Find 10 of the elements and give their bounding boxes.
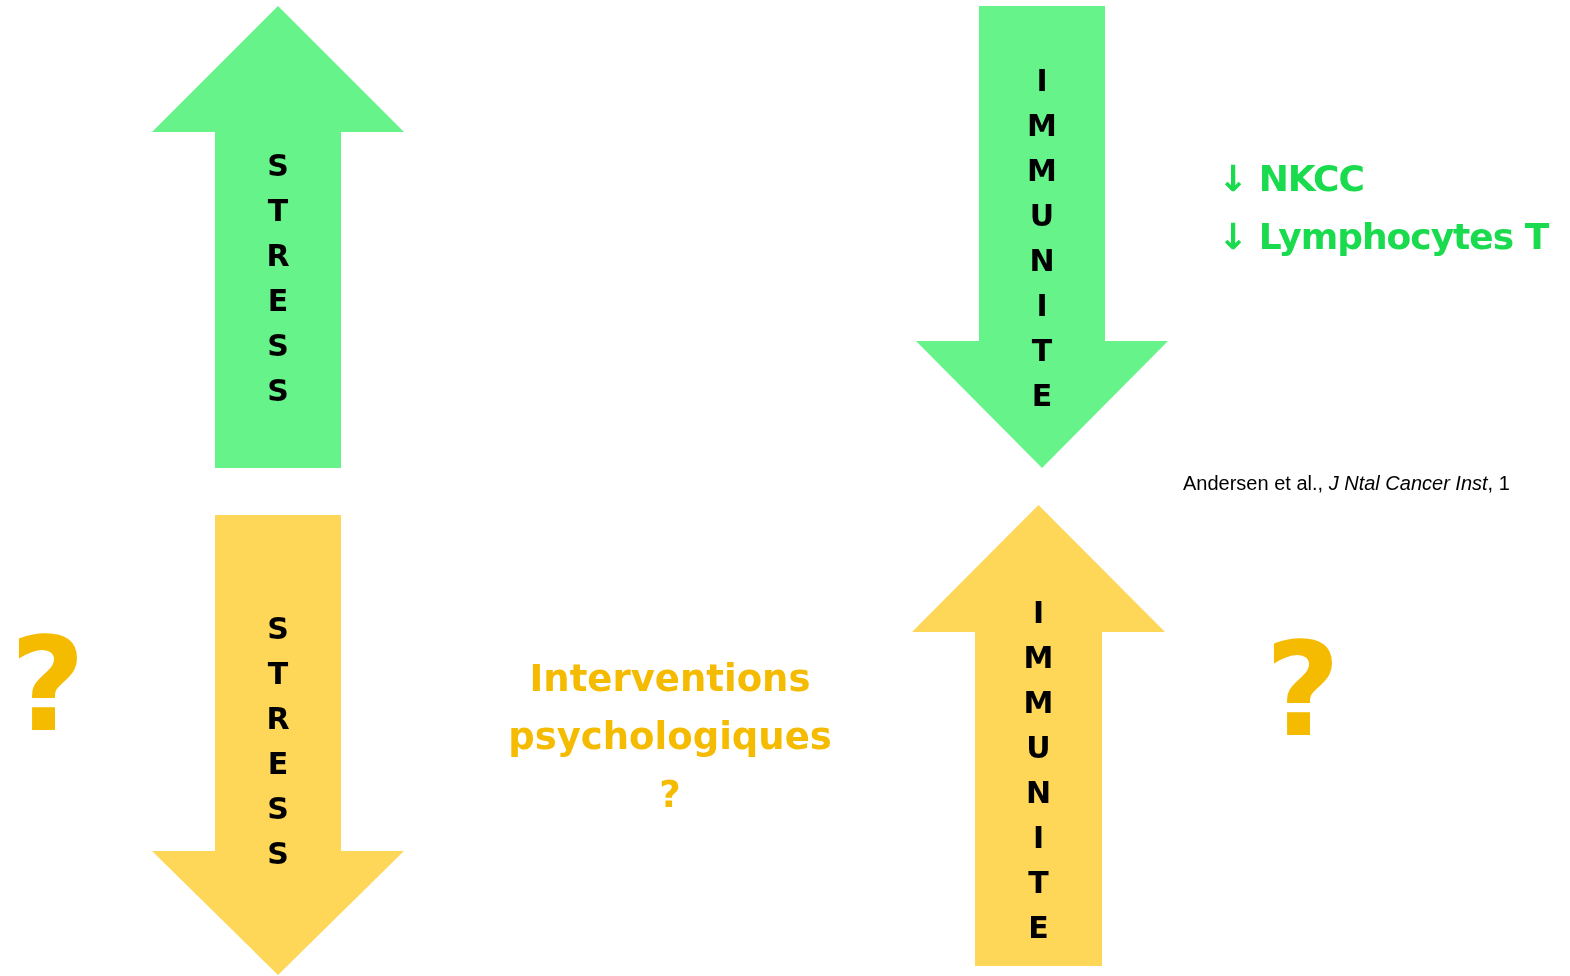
question-mark: ? <box>10 620 86 750</box>
vertical-label: STRESS <box>265 147 291 410</box>
vertical-label: IMMUNITE <box>1027 62 1057 415</box>
effect-label: ↓ NKCC <box>1218 158 1364 199</box>
vertical-label: STRESS <box>265 610 291 873</box>
question-text: Interventions psychologiques ? <box>507 656 833 818</box>
effect-label: ↓ Lymphocytes T <box>1218 216 1549 257</box>
citation: Andersen et al., J Ntal Cancer Inst, 1 <box>1183 472 1510 495</box>
vertical-label: IMMUNITE <box>1023 594 1054 947</box>
question-mark: ? <box>1265 625 1341 755</box>
